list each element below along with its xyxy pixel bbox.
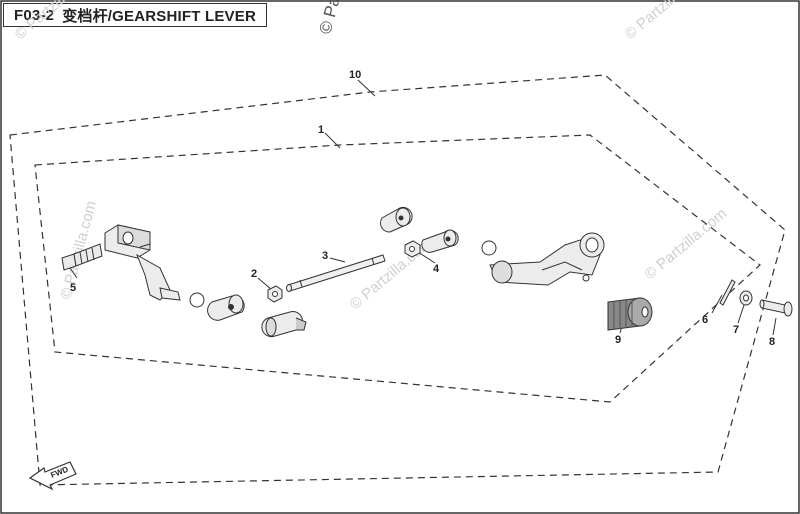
- callout-labels: 10 1 2 3 4 5 6 7 8 9: [70, 69, 775, 348]
- forward-direction-arrow: FWD: [28, 461, 77, 491]
- part-left-rod-end: [261, 311, 307, 338]
- callout-2: 2: [251, 268, 257, 280]
- part-left-ball-joint: [189, 292, 245, 321]
- watermark-text: © Partzilla.com: [12, 0, 100, 43]
- part-4-nut: [404, 240, 421, 258]
- part-2-nut: [267, 285, 283, 303]
- part-8-pin-bolt: [759, 299, 793, 317]
- callout-5: 5: [70, 282, 76, 294]
- part-shift-pedal: [489, 232, 605, 286]
- watermark-text: © Partzilla.com: [622, 0, 710, 43]
- leader-lines: [69, 79, 777, 336]
- callout-10: 10: [349, 69, 361, 81]
- part-9-foot-rubber: [607, 297, 653, 331]
- watermark-text: © Partzilla.com: [642, 205, 730, 283]
- part-5-bolt: [61, 243, 103, 271]
- part-3-shift-rod: [286, 254, 386, 292]
- assembly-outline-1: [34, 134, 761, 403]
- callout-9: 9: [615, 334, 621, 346]
- assembly-outline-10: [9, 74, 786, 486]
- callout-1: 1: [318, 124, 324, 136]
- part-6-plate: [719, 279, 736, 306]
- watermark-text: © Partzilla.com: [316, 0, 364, 36]
- diagram-title: 变档杆/GEARSHIFT LEVER: [62, 7, 256, 25]
- callout-6: 6: [702, 314, 708, 326]
- callout-3: 3: [322, 250, 328, 262]
- watermark-group: © Partzilla.com © Partzilla.com © Partzi…: [12, 0, 730, 313]
- callout-7: 7: [733, 324, 739, 336]
- part-7-washer: [739, 290, 753, 306]
- callout-8: 8: [769, 336, 775, 348]
- part-left-shift-arm: [104, 224, 181, 301]
- part-right-rod-ends: [379, 206, 497, 256]
- callout-4: 4: [433, 263, 440, 275]
- diagram-code: F03-2: [14, 6, 55, 24]
- diagram-title-box: F03-2 变档杆/GEARSHIFT LEVER: [3, 3, 267, 27]
